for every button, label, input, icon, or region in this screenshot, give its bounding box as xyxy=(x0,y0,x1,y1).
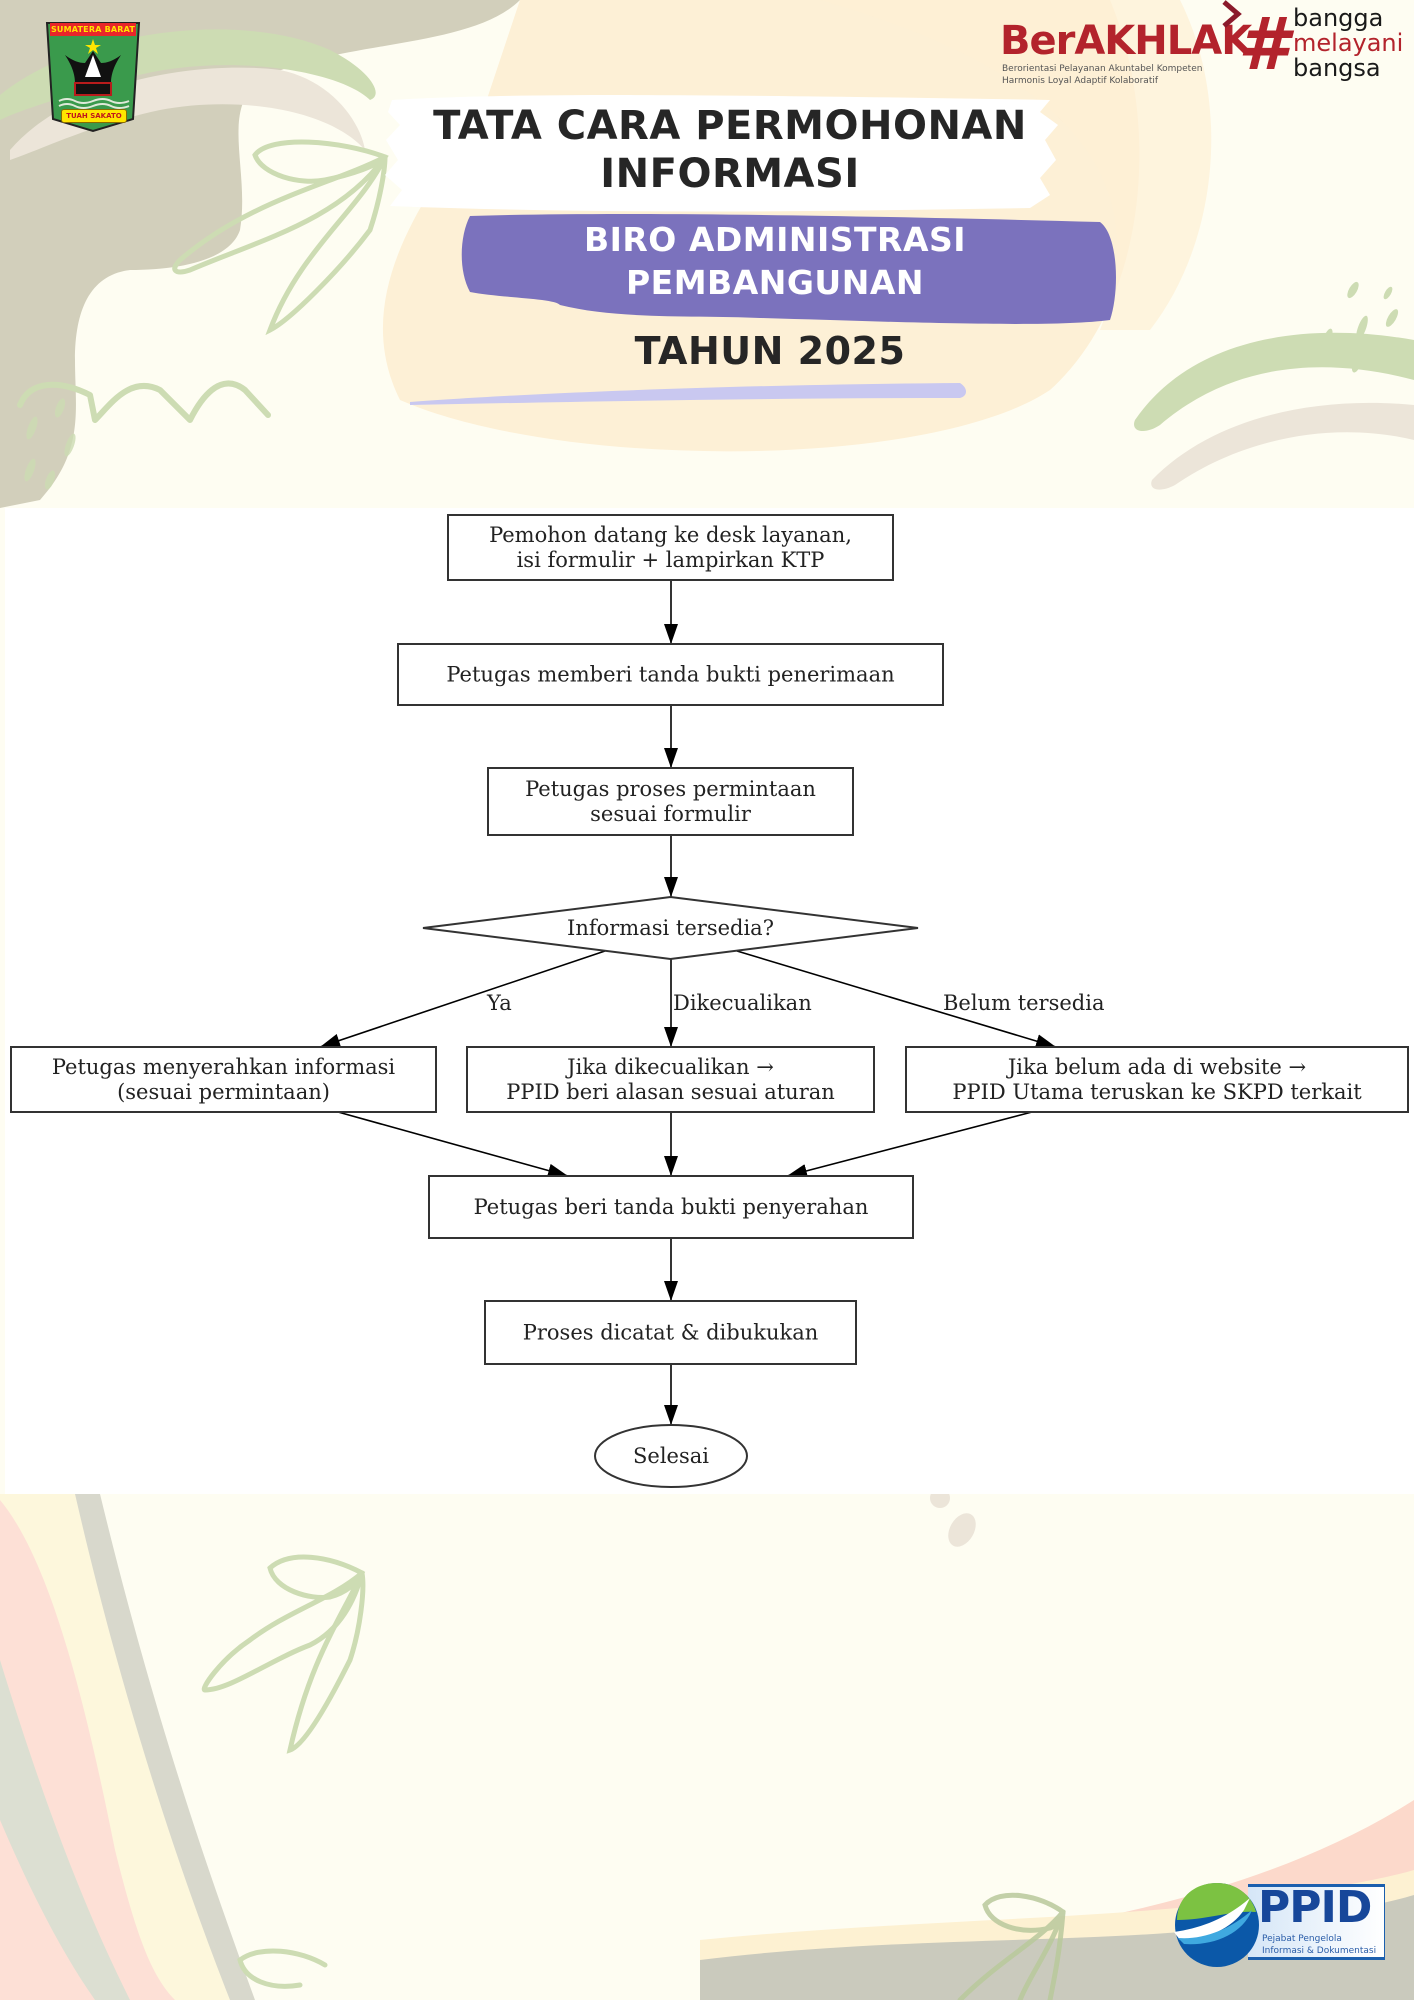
terminal-ellipse xyxy=(594,1424,748,1488)
peach-blob-right xyxy=(820,0,1212,330)
node-label: isi formulir + lampirkan KTP xyxy=(517,548,825,572)
decision-diamond xyxy=(422,895,919,961)
flow-node-n6: Jika belum ada di website →PPID Utama te… xyxy=(905,1046,1409,1113)
taupe-blob xyxy=(0,0,520,508)
berakhlak-tagline-1: Berorientasi Pelayanan Akuntabel Kompete… xyxy=(1002,64,1203,74)
leaf-outline-top xyxy=(172,139,389,336)
green-swoosh-right xyxy=(1134,332,1414,432)
slogan: bangga melayani bangsa xyxy=(1293,6,1403,81)
flow-node-n2: Petugas memberi tanda bukti penerimaan xyxy=(397,643,944,706)
logo-top-text: SUMATERA BARAT xyxy=(50,23,136,36)
flow-node-n8: Proses dicatat & dibukukan xyxy=(484,1300,857,1365)
edge-n6-n7 xyxy=(786,1111,1033,1178)
flow-node-d1: Informasi tersedia? xyxy=(422,895,919,961)
node-label: Pemohon datang ke desk layanan, xyxy=(489,523,852,547)
ppid-tagline-1: Pejabat Pengelola xyxy=(1262,1934,1342,1944)
shield-icon xyxy=(45,22,141,133)
process-box xyxy=(428,1175,914,1239)
berakhlak-logo: BerAKHLAK Berorientasi Pelayanan Akuntab… xyxy=(1000,0,1414,90)
node-label: Proses dicatat & dibukukan xyxy=(523,1321,819,1345)
node-label: Petugas menyerahkan informasi xyxy=(52,1055,396,1079)
nodes: Pemohon datang ke desk layanan,isi formu… xyxy=(10,514,1409,1488)
node-label: Petugas proses permintaan xyxy=(525,777,816,801)
flow-node-end: Selesai xyxy=(594,1424,748,1488)
sumatera-barat-logo: SUMATERA BARAT TUAH SAKATO xyxy=(45,21,141,133)
flow-node-n7: Petugas beri tanda bukti penyerahan xyxy=(428,1175,914,1239)
ppid-wordmark: PPID xyxy=(1258,1882,1372,1933)
node-label: PPID beri alasan sesuai aturan xyxy=(506,1080,835,1104)
title-brush-white xyxy=(385,95,1058,212)
page-title: TATA CARA PERMOHONAN INFORMASI xyxy=(390,102,1070,198)
page-subtitle: BIRO ADMINISTRASI PEMBANGUNAN xyxy=(560,218,990,304)
title-line-1: TATA CARA PERMOHONAN xyxy=(433,103,1027,149)
flow-node-n5: Jika dikecualikan →PPID beri alasan sesu… xyxy=(466,1046,875,1113)
zigzag-outline xyxy=(17,380,271,423)
node-label: Jika belum ada di website → xyxy=(1006,1055,1306,1079)
edge-label: Ya xyxy=(486,991,512,1015)
beige-swoosh xyxy=(10,67,365,160)
edge-label: Dikecualikan xyxy=(673,991,812,1015)
arc-pink-inner xyxy=(0,1820,95,2000)
beige-petal xyxy=(948,1513,976,1547)
year-label: TAHUN 2025 xyxy=(634,329,906,373)
beige-swoosh-right xyxy=(1151,402,1414,490)
node-label: Jika dikecualikan → xyxy=(565,1055,774,1079)
edge-n4-n7 xyxy=(337,1111,569,1178)
green-dots-left xyxy=(24,398,76,490)
slogan-line-2: melayani xyxy=(1293,29,1404,57)
leaf-outline-bottom xyxy=(201,1554,366,1754)
green-dots-right xyxy=(1321,281,1399,373)
title-line-2: INFORMASI xyxy=(600,151,860,197)
slogan-line-3: bangsa xyxy=(1293,54,1381,82)
ppid-tagline-2: Informasi & Dokumentasi xyxy=(1262,1946,1377,1956)
ppid-logo: PPID Pejabat Pengelola Informasi & Dokum… xyxy=(1170,1880,1385,1970)
edge-d1-n4 xyxy=(319,950,606,1048)
flow-node-n1: Pemohon datang ke desk layanan,isi formu… xyxy=(447,514,894,581)
process-box xyxy=(905,1046,1409,1113)
ppid-plate xyxy=(1248,1884,1385,1960)
process-box xyxy=(447,514,894,581)
leaf-outline-bottom-right xyxy=(957,1892,1066,2000)
process-box xyxy=(397,643,944,706)
subtitle-line-2: PEMBANGUNAN xyxy=(625,263,925,302)
year-underline xyxy=(410,383,966,405)
node-label: Petugas beri tanda bukti penyerahan xyxy=(474,1195,869,1219)
berakhlak-tagline-2: Harmonis Loyal Adaptif Kolaboratif xyxy=(1002,76,1159,86)
edge-d1-n6 xyxy=(736,950,1057,1048)
edge-label: Belum tersedia xyxy=(943,991,1104,1015)
process-box xyxy=(466,1046,875,1113)
node-label: sesuai formulir xyxy=(590,802,752,826)
subtitle-brush-purple xyxy=(461,214,1116,324)
node-label: PPID Utama teruskan ke SKPD terkait xyxy=(952,1080,1362,1104)
logo-motto: TUAH SAKATO xyxy=(61,109,127,123)
hashtag-icon: # xyxy=(1238,2,1289,86)
node-label: Petugas memberi tanda bukti penerimaan xyxy=(446,663,894,687)
node-label: Informasi tersedia? xyxy=(567,916,774,940)
leaf-outline-bottom-2 xyxy=(237,1948,328,1989)
node-label: Selesai xyxy=(633,1444,709,1468)
process-box xyxy=(484,1300,857,1365)
subtitle-line-1: BIRO ADMINISTRASI xyxy=(583,220,967,259)
flow-node-n4: Petugas menyerahkan informasi(sesuai per… xyxy=(10,1046,437,1113)
process-box xyxy=(487,767,854,836)
process-box xyxy=(10,1046,437,1113)
node-label: (sesuai permintaan) xyxy=(117,1080,330,1104)
slogan-line-1: bangga xyxy=(1293,4,1384,32)
ppid-globe-icon xyxy=(1174,1883,1259,1967)
berakhlak-wordmark: BerAKHLAK xyxy=(1000,18,1252,64)
chevron-right-icon xyxy=(1222,0,1242,28)
edges: Ya Dikecualikan Belum tersedia xyxy=(319,580,1104,1425)
